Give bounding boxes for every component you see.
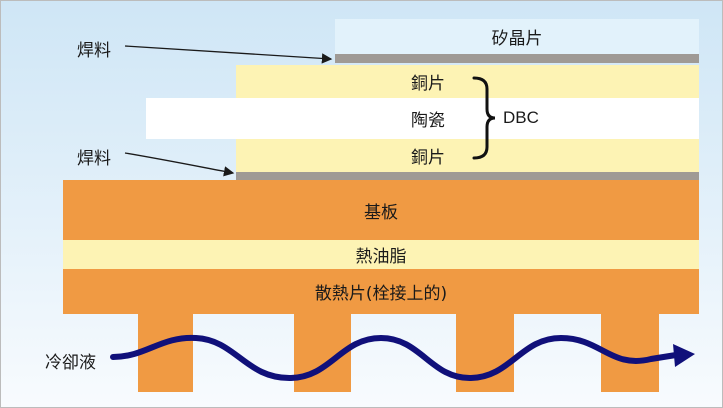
baseplate-layer: 基板 — [63, 180, 699, 240]
dbc-brace — [472, 76, 496, 160]
solder-label-bottom: 焊料 — [77, 149, 111, 169]
solder-bottom-arrow — [124, 152, 235, 177]
thermal-grease-layer: 熱油脂 — [63, 240, 699, 269]
thermal-grease-label: 熱油脂 — [355, 247, 407, 267]
heatsink-label: 散熱片(栓接上的) — [314, 284, 448, 304]
solder-label-top: 焊料 — [77, 41, 111, 61]
ceramic-label: 陶瓷 — [411, 111, 445, 131]
silicon-die-label: 矽晶片 — [491, 29, 543, 49]
coolant-flow-arrow — [110, 334, 679, 382]
copper-top-layer: 銅片 — [236, 65, 699, 98]
copper-top-label: 銅片 — [411, 74, 445, 94]
copper-bottom-layer: 銅片 — [236, 139, 699, 172]
solder-layer-bottom — [236, 172, 699, 180]
heatsink-fin — [138, 314, 193, 392]
copper-bottom-label: 銅片 — [411, 148, 445, 168]
solder-top-arrow — [124, 45, 333, 64]
ceramic-layer: 陶瓷 — [146, 98, 699, 139]
solder-layer-top — [335, 54, 699, 63]
silicon-die-layer: 矽晶片 — [335, 19, 699, 54]
baseplate-label: 基板 — [364, 202, 398, 223]
dbc-label: DBC — [503, 108, 539, 127]
coolant-label: 冷卻液 — [45, 353, 96, 373]
heatsink-layer: 散熱片(栓接上的) — [63, 269, 699, 314]
coolant-arrowhead — [673, 344, 695, 367]
